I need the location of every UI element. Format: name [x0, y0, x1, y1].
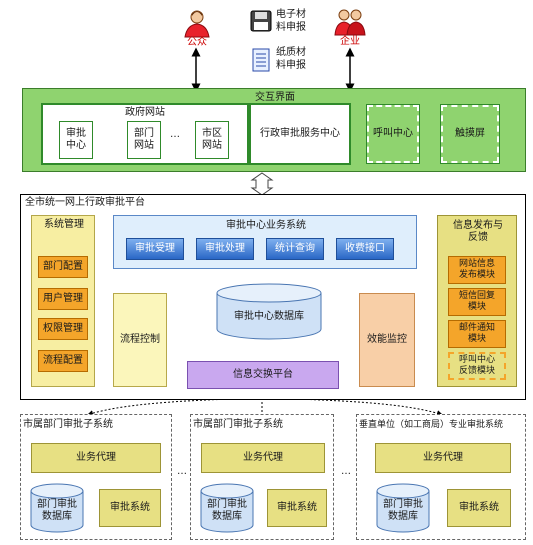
subsystem-1-db-label: 部门审批 数据库: [37, 499, 77, 522]
gov-site-ellipsis: …: [170, 129, 180, 140]
sys-mgmt-title: 系统管理: [44, 219, 84, 230]
call-center-box[interactable]: 呼叫中心: [366, 104, 420, 164]
interaction-title: 交互界面: [255, 92, 295, 103]
center-database: 审批中心数据库: [215, 283, 323, 341]
database-icon: [200, 483, 254, 533]
sys-mgmt-flow-config[interactable]: 流程配置: [38, 350, 88, 372]
interaction-panel: 交互界面 政府网站 审批 中心 部门 网站 … 市区 网站 行政审批服务中心 呼…: [22, 88, 526, 172]
info-site-publish-module[interactable]: 网站信息 发布模块: [448, 256, 506, 284]
subsystem-1-system[interactable]: 审批系统: [99, 489, 161, 527]
e-material-label: 电子材 料申报: [276, 9, 306, 33]
gov-site-item-district-site[interactable]: 市区 网站: [195, 121, 229, 159]
enterprise-actor: 企业: [333, 6, 367, 50]
biz-system-title: 审批中心业务系统: [226, 220, 306, 231]
info-callcenter-feedback-module[interactable]: 呼叫中心 反馈模块: [448, 352, 506, 380]
service-center-box[interactable]: 行政审批服务中心: [249, 103, 351, 165]
gov-site-box: 政府网站 审批 中心 部门 网站 … 市区 网站: [41, 103, 249, 165]
paper-material: 纸质材 料申报: [250, 46, 322, 80]
gov-site-item-approval-center[interactable]: 审批 中心: [59, 121, 93, 159]
enterprise-label: 企业: [340, 36, 360, 47]
info-exchange-box[interactable]: 信息交换平台: [187, 361, 339, 389]
subsystem-2: 市属部门审批子系统 业务代理 部门审批 数据库 审批系统: [190, 414, 334, 540]
subsystem-ellipsis-2: …: [341, 466, 351, 477]
gov-site-item-dept-site[interactable]: 部门 网站: [127, 121, 161, 159]
flow-control-label: 流程控制: [120, 334, 160, 345]
subsystem-1-agent[interactable]: 业务代理: [31, 443, 161, 473]
sys-mgmt-panel: 系统管理 部门配置 用户管理 权限管理 流程配置: [31, 215, 95, 387]
subsystem-3-agent[interactable]: 业务代理: [375, 443, 511, 473]
biz-system-panel: 审批中心业务系统 审批受理 审批处理 统计查询 收费接口: [113, 215, 417, 269]
paper-material-label: 纸质材 料申报: [276, 47, 306, 71]
sys-mgmt-permission-mgmt[interactable]: 权限管理: [38, 318, 88, 340]
subsystem-3-db-label: 部门审批 数据库: [383, 499, 423, 522]
person-icon: [184, 10, 210, 38]
subsystem-2-title: 市属部门审批子系统: [193, 419, 283, 430]
info-email-module[interactable]: 邮件通知 模块: [448, 320, 506, 348]
floppy-disk-icon: [250, 10, 272, 32]
sys-mgmt-user-mgmt[interactable]: 用户管理: [38, 288, 88, 310]
gov-site-title: 政府网站: [125, 107, 165, 118]
subsystem-2-database: 部门审批 数据库: [199, 483, 255, 535]
e-material: 电子材 料申报: [250, 8, 322, 42]
biz-process-button[interactable]: 审批处理: [196, 238, 254, 260]
subsystem-2-system[interactable]: 审批系统: [267, 489, 327, 527]
public-label: 公众: [187, 37, 207, 48]
subsystem-3: 垂直单位（如工商局）专业审批系统 业务代理 部门审批 数据库 审批系统: [356, 414, 526, 540]
center-database-label: 审批中心数据库: [234, 311, 304, 322]
info-publish-panel: 信息发布与 反馈 网站信息 发布模块 短信回复 模块 邮件通知 模块 呼叫中心 …: [437, 215, 517, 387]
subsystem-ellipsis: …: [177, 466, 187, 477]
people-icon: [334, 9, 366, 36]
info-sms-module[interactable]: 短信回复 模块: [448, 288, 506, 316]
subsystem-2-db-label: 部门审批 数据库: [207, 499, 247, 522]
database-icon: [30, 483, 84, 533]
subsystem-1-database: 部门审批 数据库: [29, 483, 85, 535]
document-icon: [252, 48, 270, 72]
subsystem-3-title: 垂直单位（如工商局）专业审批系统: [359, 420, 504, 430]
touch-screen-box[interactable]: 触摸屏: [440, 104, 500, 164]
public-actor: 公众: [180, 8, 214, 50]
biz-accept-button[interactable]: 审批受理: [126, 238, 184, 260]
subsystem-3-database: 部门审批 数据库: [375, 483, 431, 535]
efficiency-monitor-box: 效能监控: [359, 293, 415, 387]
biz-query-button[interactable]: 统计查询: [266, 238, 324, 260]
flow-control-box: 流程控制: [113, 293, 167, 387]
sys-mgmt-dept-config[interactable]: 部门配置: [38, 256, 88, 278]
database-icon: [376, 483, 430, 533]
subsystem-1-title: 市属部门审批子系统: [23, 419, 113, 430]
subsystem-1: 市属部门审批子系统 业务代理 部门审批 数据库 审批系统: [20, 414, 172, 540]
platform-panel: 全市统一网上行政审批平台 系统管理 部门配置 用户管理 权限管理 流程配置 审批…: [20, 194, 526, 400]
platform-title: 全市统一网上行政审批平台: [25, 197, 145, 208]
info-publish-title: 信息发布与 反馈: [453, 220, 503, 243]
subsystem-2-agent[interactable]: 业务代理: [201, 443, 325, 473]
database-icon: [216, 283, 322, 340]
biz-fee-button[interactable]: 收费接口: [336, 238, 394, 260]
subsystem-3-system[interactable]: 审批系统: [447, 489, 511, 527]
